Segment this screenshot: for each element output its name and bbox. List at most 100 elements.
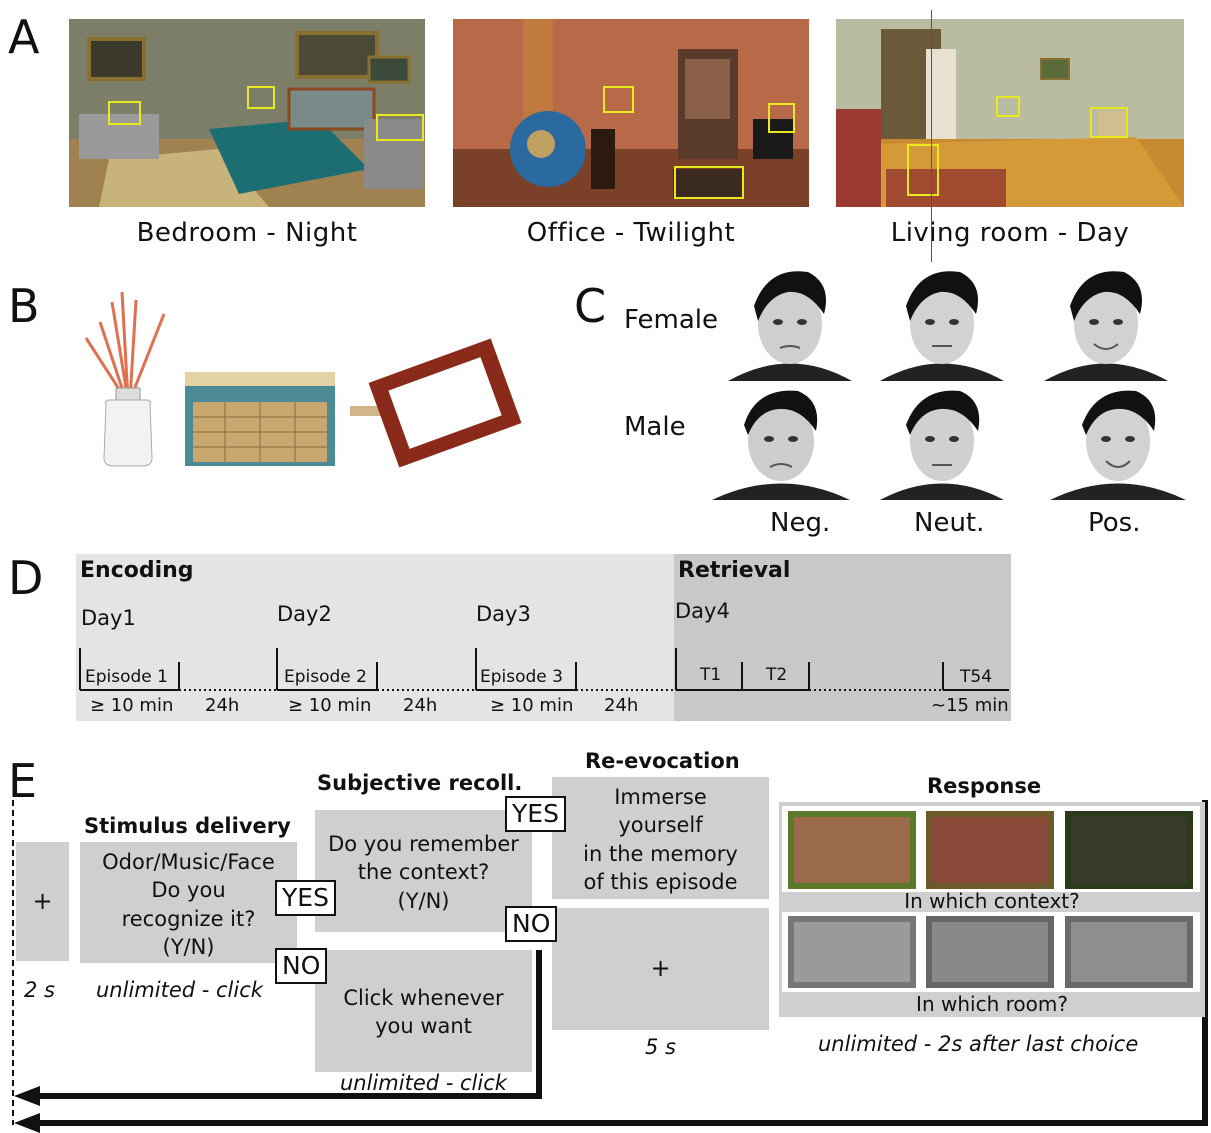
no-tag: NO xyxy=(505,906,558,942)
immerse-box: Immerse yourself in the memory of this e… xyxy=(552,777,769,899)
interval-label: 24h xyxy=(205,695,240,716)
response-timing: unlimited - 2s after last choice xyxy=(818,1032,1139,1056)
scene-bedroom-image xyxy=(69,19,425,207)
flow-arrows xyxy=(12,800,1208,1133)
context-option-1[interactable] xyxy=(788,811,916,889)
scene-living-room-image xyxy=(836,19,1184,207)
row-label-female: Female xyxy=(624,305,719,335)
reevocation-text-line: Immerse xyxy=(614,785,707,809)
face-female-positive xyxy=(1044,266,1168,385)
day-label: Day2 xyxy=(277,602,332,626)
highlight-box xyxy=(108,101,141,125)
day-label: Day1 xyxy=(81,606,136,630)
trial-label: T1 xyxy=(700,665,722,685)
divider-line xyxy=(931,10,932,262)
face-male-negative xyxy=(712,385,850,504)
highlight-box xyxy=(376,114,424,141)
panel-letter-c: C xyxy=(574,279,607,333)
stimulus-text-line: Do you xyxy=(151,878,226,903)
day-label: Day3 xyxy=(476,602,531,626)
highlight-box xyxy=(768,103,795,133)
fixation-box: + xyxy=(16,842,69,961)
trial-label: T54 xyxy=(960,667,993,687)
radio-image xyxy=(185,372,335,466)
highlight-box xyxy=(247,86,275,109)
duration-label: ≥ 10 min xyxy=(288,695,372,716)
stimulus-text-line: Odor/Music/Face xyxy=(102,850,275,874)
room-question: In which room? xyxy=(916,992,1068,1016)
trial-label: T2 xyxy=(766,665,788,685)
scene-office-image xyxy=(453,19,809,207)
interval-label: 24h xyxy=(604,695,639,716)
room-option-2[interactable] xyxy=(926,916,1054,988)
scene-caption-bedroom: Bedroom - Night xyxy=(136,218,358,248)
reevocation-text-line: of this episode xyxy=(583,870,738,895)
day-label: Day4 xyxy=(675,599,730,623)
remember-context-box: Do you remember the context? (Y/N) xyxy=(315,810,532,932)
timeline-axis xyxy=(79,648,1009,691)
room-option-3[interactable] xyxy=(1065,916,1193,988)
column-label-neut: Neut. xyxy=(914,508,985,538)
highlight-box xyxy=(907,144,939,196)
stimulus-text-line: recognize it? xyxy=(121,906,256,931)
subjective-recollection-title: Subjective recoll. xyxy=(317,771,523,795)
room-choice-panel xyxy=(782,912,1200,992)
duration-label: ≥ 10 min xyxy=(90,695,174,716)
context-question: In which context? xyxy=(904,889,1080,913)
reevocation-text-line: in the memory xyxy=(583,841,738,866)
stimulus-text-line: (Y/N) xyxy=(162,935,215,960)
episode-label: Episode 2 xyxy=(284,667,367,687)
recollection-alt-text-line: you want xyxy=(375,1014,472,1039)
highlight-box xyxy=(996,96,1020,117)
room-option-1[interactable] xyxy=(788,916,916,988)
panel-letter-a: A xyxy=(8,10,40,64)
recollection-timing: unlimited - click xyxy=(340,1071,507,1095)
odor-diffuser-image xyxy=(84,291,166,467)
picture-frame-image xyxy=(350,338,522,468)
face-male-neutral xyxy=(880,385,1004,504)
highlight-box xyxy=(674,166,744,199)
scene-caption-office: Office - Twilight xyxy=(526,218,736,248)
no-tag: NO xyxy=(275,948,328,984)
recollection-text-line: (Y/N) xyxy=(397,888,450,913)
stimulus-timing: unlimited - click xyxy=(96,978,263,1002)
context-option-3[interactable] xyxy=(1065,811,1193,889)
panel-letter-d: D xyxy=(8,551,44,605)
highlight-box xyxy=(1090,107,1128,138)
click-whenever-box: Click whenever you want xyxy=(315,950,532,1072)
interval-label: 24h xyxy=(403,695,438,716)
column-label-pos: Pos. xyxy=(1088,508,1141,538)
face-female-neutral xyxy=(880,266,1004,385)
retrieval-phase-background xyxy=(674,554,1011,721)
episode-label: Episode 1 xyxy=(85,667,168,687)
encoding-phase-background xyxy=(76,554,674,721)
episode-label: Episode 3 xyxy=(480,667,563,687)
column-label-neg: Neg. xyxy=(770,508,831,538)
retrieval-label: Retrieval xyxy=(678,558,791,583)
retrieval-duration-label: ~15 min xyxy=(931,695,1009,716)
reevocation-text-line: yourself xyxy=(618,813,703,838)
face-female-negative xyxy=(728,266,852,385)
context-option-2[interactable] xyxy=(926,811,1054,889)
reevocation-title: Re-evocation xyxy=(585,749,740,773)
stimulus-delivery-title: Stimulus delivery xyxy=(84,814,291,838)
yes-tag: YES xyxy=(505,796,566,832)
recollection-text-line: Do you remember xyxy=(328,832,519,856)
recollection-text-line: the context? xyxy=(357,860,490,885)
panel-letter-e: E xyxy=(8,754,38,808)
panel-letter-b: B xyxy=(8,279,40,333)
reevocation-timing: 5 s xyxy=(645,1035,676,1059)
duration-label: ≥ 10 min xyxy=(490,695,574,716)
yes-tag: YES xyxy=(275,880,336,916)
reevocation-fixation-box: + xyxy=(552,908,769,1030)
encoding-label: Encoding xyxy=(80,558,194,583)
highlight-box xyxy=(603,86,634,113)
row-label-male: Male xyxy=(624,412,686,442)
recollection-alt-text-line: Click whenever xyxy=(343,986,504,1010)
stimulus-delivery-box: Odor/Music/Face Do you recognize it? (Y/… xyxy=(80,842,297,963)
response-title: Response xyxy=(927,774,1042,798)
context-choice-panel xyxy=(782,806,1200,892)
fixation-timing: 2 s xyxy=(24,978,55,1002)
scene-caption-living-room: Living room - Day xyxy=(890,218,1130,248)
face-male-positive xyxy=(1050,385,1186,504)
